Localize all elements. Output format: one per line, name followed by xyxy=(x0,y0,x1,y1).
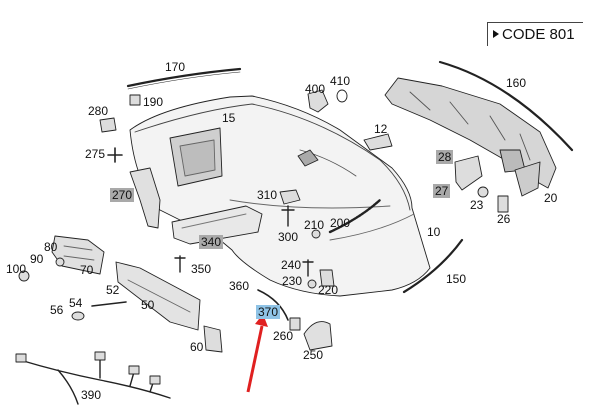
screw-240 xyxy=(302,259,314,277)
part-label-100: 100 xyxy=(6,262,27,276)
ring-410 xyxy=(336,89,348,103)
trim-strip-160 xyxy=(438,60,574,152)
part-label-15: 15 xyxy=(222,111,236,125)
cap-190 xyxy=(129,94,141,106)
part-label-220: 220 xyxy=(318,283,339,297)
part-label-270: 270 xyxy=(110,188,135,202)
part-label-230: 230 xyxy=(282,274,303,288)
part-label-310: 310 xyxy=(257,188,278,202)
part-label-340: 340 xyxy=(199,235,224,249)
side-bracket-270 xyxy=(129,167,161,229)
part-label-350: 350 xyxy=(191,262,212,276)
strap-360 xyxy=(257,289,289,321)
clip-26 xyxy=(497,195,509,213)
cover-250 xyxy=(303,321,333,351)
clip-210 xyxy=(311,229,321,239)
part-label-52: 52 xyxy=(106,283,120,297)
bolt-275 xyxy=(107,147,123,163)
trim-strip-170 xyxy=(126,67,242,88)
housing-70 xyxy=(51,235,105,275)
part-label-275: 275 xyxy=(85,147,106,161)
part-label-70: 70 xyxy=(80,263,94,277)
part-label-12: 12 xyxy=(374,122,388,136)
bracket-50 xyxy=(115,261,201,331)
part-label-170: 170 xyxy=(165,60,186,74)
bracket-12 xyxy=(363,133,393,151)
sensor-400 xyxy=(307,89,329,113)
part-label-23: 23 xyxy=(470,198,484,212)
bracket-20 xyxy=(514,161,541,197)
part-label-410: 410 xyxy=(330,74,351,88)
part-label-370: 370 xyxy=(256,305,281,319)
red-arrow xyxy=(246,314,268,393)
clip-100 xyxy=(18,270,30,282)
part-label-80: 80 xyxy=(44,240,58,254)
part-label-280: 280 xyxy=(88,104,109,118)
part-label-250: 250 xyxy=(303,348,324,362)
clip-230 xyxy=(307,279,317,289)
part-label-20: 20 xyxy=(544,191,558,205)
part-label-150: 150 xyxy=(446,272,467,286)
screw-350 xyxy=(174,255,186,273)
part-label-90: 90 xyxy=(30,252,44,266)
part-label-390: 390 xyxy=(81,388,102,402)
part-label-56: 56 xyxy=(50,303,64,317)
part-label-400: 400 xyxy=(305,82,326,96)
part-label-160: 160 xyxy=(506,76,527,90)
clip-260 xyxy=(289,317,301,331)
part-label-54: 54 xyxy=(69,296,83,310)
washer-54 xyxy=(71,311,85,321)
part-label-200: 200 xyxy=(330,216,351,230)
trim-strip-150 xyxy=(402,238,464,294)
bolt-52 xyxy=(91,301,127,307)
part-label-190: 190 xyxy=(143,95,164,109)
part-label-50: 50 xyxy=(141,298,155,312)
part-label-360: 360 xyxy=(229,279,250,293)
wiring-harness-390 xyxy=(19,359,171,405)
part-label-60: 60 xyxy=(190,340,204,354)
part-label-10: 10 xyxy=(427,225,441,239)
part-label-27: 27 xyxy=(433,184,451,198)
part-label-210: 210 xyxy=(304,218,325,232)
clip-23 xyxy=(477,186,489,198)
bracket-28 xyxy=(454,155,483,191)
clip-280 xyxy=(99,117,117,133)
clip-90 xyxy=(55,257,65,267)
part-label-300: 300 xyxy=(278,230,299,244)
part-label-26: 26 xyxy=(497,212,511,226)
screw-300 xyxy=(281,205,295,227)
part-label-260: 260 xyxy=(273,329,294,343)
bracket-60 xyxy=(203,325,223,353)
reflector-strip-200 xyxy=(328,198,382,234)
bracket-220 xyxy=(319,269,335,287)
code-box: CODE 801 xyxy=(487,22,583,46)
code-label: CODE 801 xyxy=(502,26,575,43)
part-label-240: 240 xyxy=(281,258,302,272)
part-label-28: 28 xyxy=(436,150,454,164)
triangle-icon xyxy=(493,30,499,38)
bracket-310 xyxy=(279,189,301,205)
